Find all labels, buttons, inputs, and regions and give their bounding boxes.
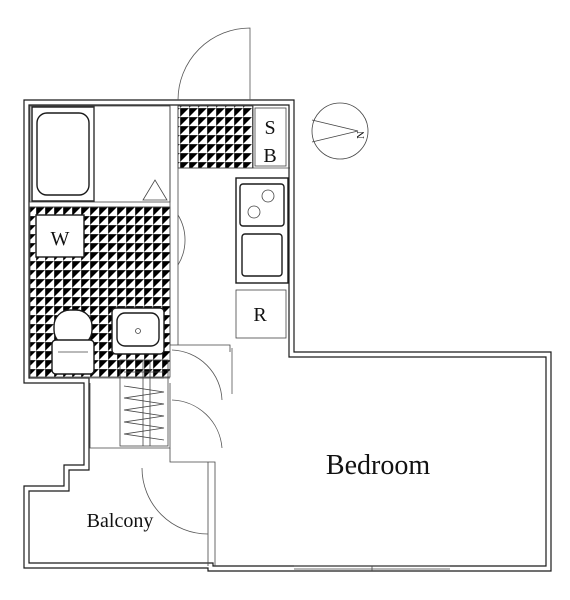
washer-box [35,214,85,258]
compass-north-letter: N [355,131,367,139]
kitchen-counter [235,177,289,284]
bedroom-label: Bedroom [326,450,430,481]
stove-top [239,183,285,227]
washer-label: W [51,228,70,250]
balcony-label: Balcony [87,510,154,532]
windows [294,565,450,571]
compass: N [311,102,369,160]
closet-door-2 [171,399,223,449]
bathroom: W [29,105,254,378]
outer-walls [23,99,552,572]
drain-triangle [142,179,168,201]
balcony-door [141,467,209,535]
bathroom-door [177,214,186,266]
refrigerator-space: R [235,289,287,339]
sink [111,307,165,355]
closet-door-1 [171,349,223,401]
shoe-box-label-s: S [264,117,275,139]
refrigerator-label: R [253,304,267,326]
entrance-door [177,27,251,101]
entry-tile-floor [178,106,253,168]
doors [141,27,251,535]
stove-burner-1 [261,189,275,203]
shoe-box-label-b: B [263,145,276,167]
compass-arrow [311,119,359,143]
toilet [51,309,95,375]
bathtub-basin [36,112,90,196]
stove-burner-2 [247,205,261,219]
kitchen-sink [241,233,283,277]
shoe-box: S B [254,107,287,167]
closet [119,359,169,447]
compass-circle [311,102,369,160]
